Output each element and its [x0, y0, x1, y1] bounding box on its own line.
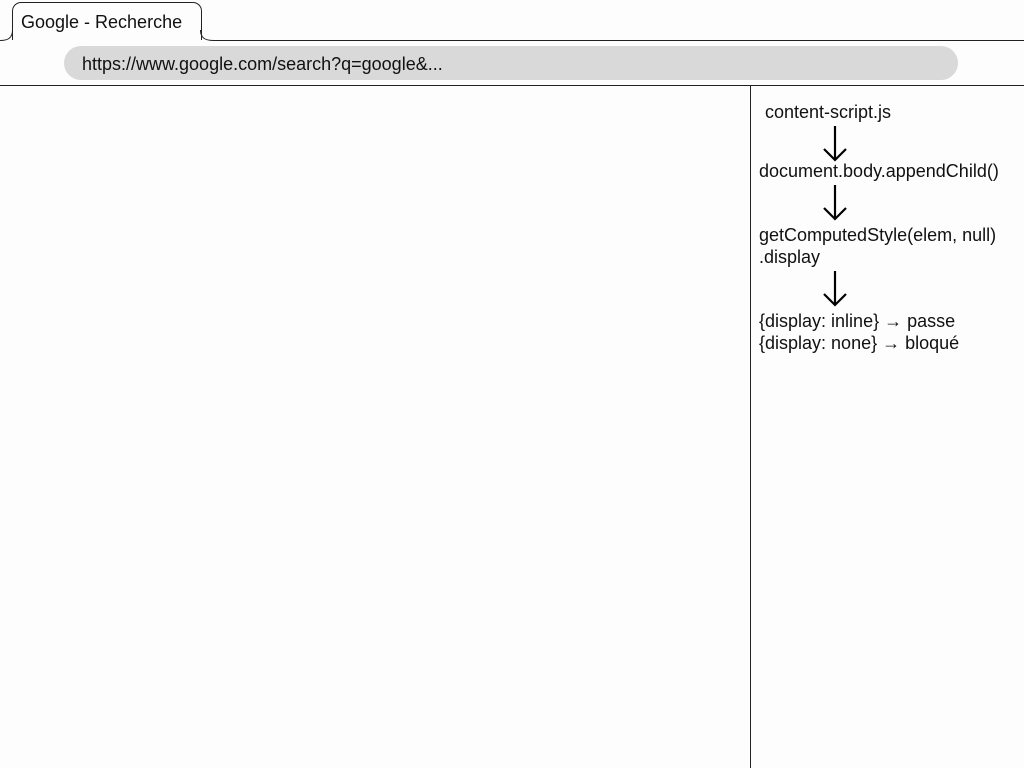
tab-right-corner	[200, 29, 214, 41]
step-computed-style-line1: getComputedStyle(elem, null)	[759, 225, 997, 245]
page-viewport	[0, 86, 750, 768]
side-panel: content-script.js document.body.appendCh…	[750, 86, 1024, 768]
step-append-child: document.body.appendChild()	[759, 161, 999, 181]
tab-strip-divider	[214, 40, 1024, 41]
arrow-down-icon	[823, 271, 847, 307]
address-row: https://www.google.com/search?q=google&.…	[0, 41, 1024, 85]
tab-left-corner	[0, 29, 13, 41]
tab-title: Google - Recherche	[21, 12, 183, 32]
step-computed-style-line2: .display	[759, 247, 821, 267]
address-divider	[0, 85, 1024, 86]
step-result-inline: {display: inline} → passe	[759, 311, 956, 331]
step-result-none: {display: none} → bloqué	[759, 333, 960, 353]
arrow-down-icon	[823, 126, 847, 162]
tab-google-recherche[interactable]: Google - Recherche	[12, 2, 202, 40]
tab-strip: Google - Recherche	[0, 0, 1024, 41]
arrow-down-icon	[823, 185, 847, 221]
address-bar[interactable]: https://www.google.com/search?q=google&.…	[64, 46, 958, 80]
step-content-script: content-script.js	[765, 102, 892, 122]
address-url: https://www.google.com/search?q=google&.…	[82, 54, 443, 74]
